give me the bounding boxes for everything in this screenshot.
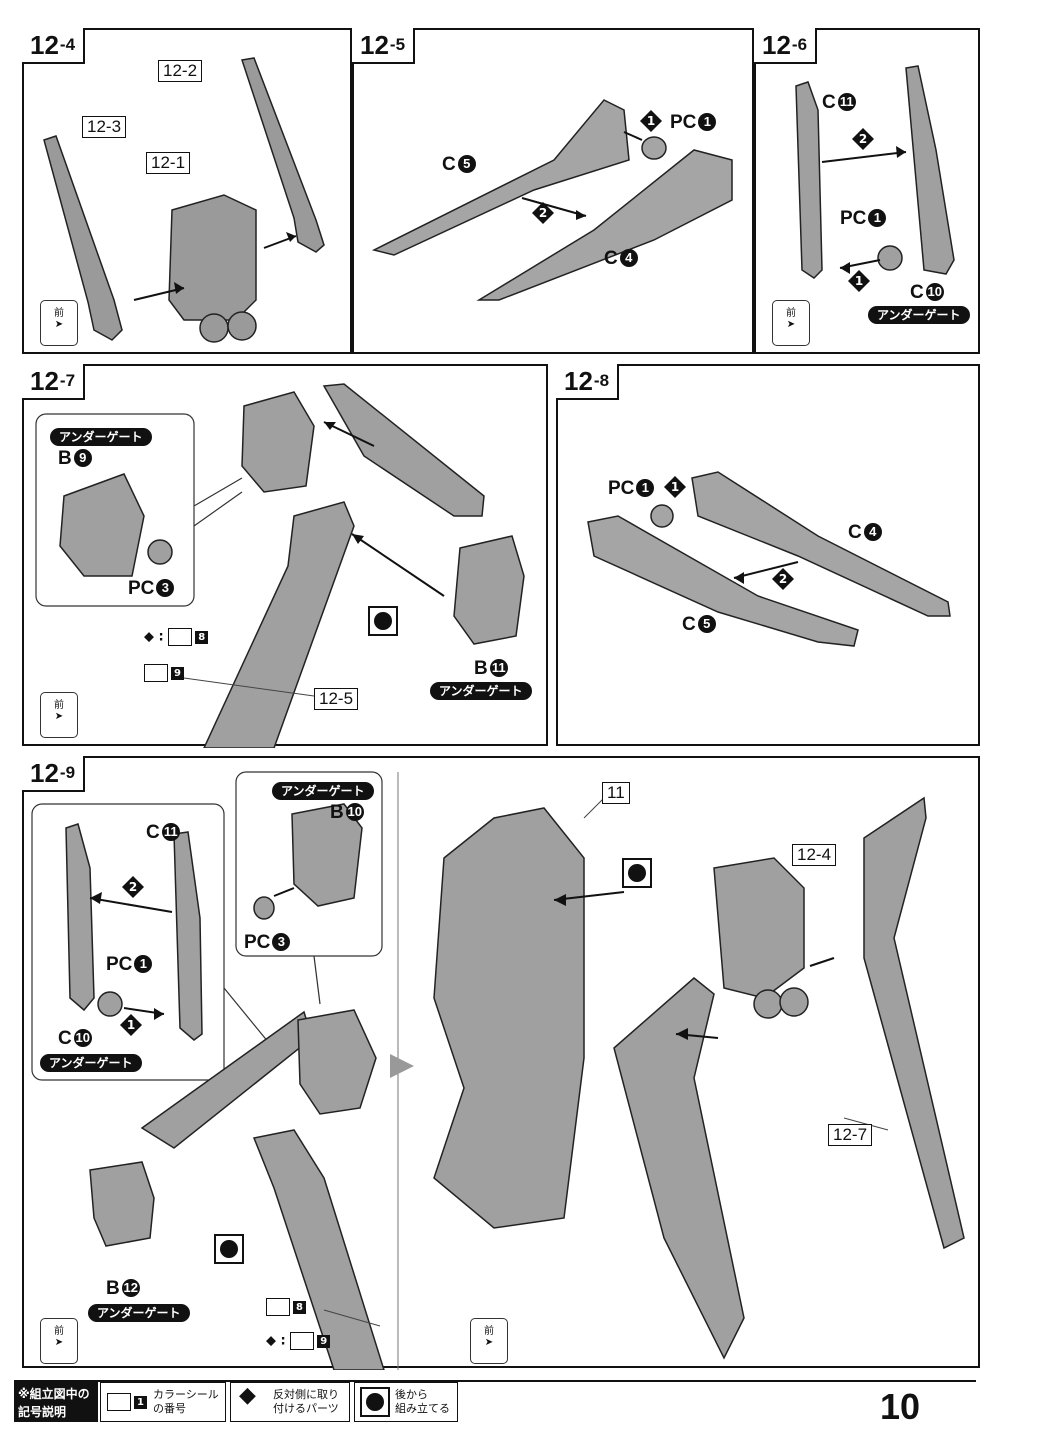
step-number-1-icon: 1 bbox=[120, 1014, 142, 1036]
sticker-reverse-9: ◆ : 9 bbox=[266, 1332, 331, 1350]
step-number-1-icon: 1 bbox=[848, 270, 870, 292]
sticker-icon bbox=[168, 628, 193, 646]
front-marker: 前➤ bbox=[40, 692, 78, 738]
part-illustration bbox=[587, 471, 951, 647]
symbol-legend: ※組立図中の記号説明 1 カラーシールの番号 ◆ 反対側に取り付けるパーツ 後か… bbox=[0, 1382, 1064, 1440]
legend-title: ※組立図中の記号説明 bbox=[14, 1382, 98, 1422]
step-label: 12-7 bbox=[22, 364, 86, 400]
callout-12-7: 12-7 bbox=[828, 1124, 873, 1146]
step-12-4-panel: 12-4 12-2 12-3 12-1 前➤ bbox=[22, 28, 352, 354]
sticker-9: 9 bbox=[144, 664, 184, 682]
under-gate-badge: アンダーゲート bbox=[430, 682, 532, 700]
callout-11: 11 bbox=[602, 782, 630, 804]
step-number-1-icon: 1 bbox=[640, 110, 662, 132]
part-illustration bbox=[371, 99, 733, 301]
step-label: 12-6 bbox=[754, 28, 818, 64]
callout-12-2: 12-2 bbox=[158, 60, 203, 82]
legend-item-reverse: ◆ 反対側に取り付けるパーツ bbox=[230, 1382, 350, 1422]
part-illustration bbox=[43, 57, 325, 343]
arrow-icon: ➤ bbox=[786, 319, 796, 330]
legend-item-later: 後から組み立てる bbox=[354, 1382, 458, 1422]
arrow-icon: ➤ bbox=[54, 1337, 64, 1348]
step-number-2-icon: 2 bbox=[122, 876, 144, 898]
under-gate-badge: アンダーゲート bbox=[868, 306, 970, 324]
callout-12-5: 12-5 bbox=[314, 688, 359, 710]
front-marker: 前➤ bbox=[470, 1318, 508, 1364]
part-illustration bbox=[795, 65, 955, 279]
part-illustration bbox=[35, 383, 525, 748]
step-number-2-icon: 2 bbox=[852, 128, 874, 150]
legend-item-sticker: 1 カラーシールの番号 bbox=[100, 1382, 226, 1422]
callout-12-4: 12-4 bbox=[792, 844, 837, 866]
callout-12-1: 12-1 bbox=[146, 152, 191, 174]
reverse-side-icon: ◆ bbox=[266, 1333, 276, 1349]
front-marker: 前➤ bbox=[40, 300, 78, 346]
assemble-later-icon bbox=[622, 858, 652, 888]
step-number-2-icon: 2 bbox=[532, 202, 554, 224]
sticker-icon bbox=[144, 664, 168, 682]
sticker-reverse-8: ◆ : 8 bbox=[144, 628, 209, 646]
step-label: 12-4 bbox=[22, 28, 86, 64]
arrow-icon: ➤ bbox=[54, 711, 64, 722]
front-marker: 前➤ bbox=[772, 300, 810, 346]
step-label: 12-8 bbox=[556, 364, 620, 400]
reverse-side-icon: ◆ bbox=[239, 1383, 256, 1408]
step-12-9-panel: 12-9 bbox=[22, 756, 980, 1370]
assemble-later-icon bbox=[214, 1234, 244, 1264]
assemble-later-icon bbox=[368, 606, 398, 636]
sticker-8: 8 bbox=[266, 1298, 306, 1316]
step-label: 12-9 bbox=[22, 756, 86, 792]
step-number-1-icon: 1 bbox=[664, 476, 686, 498]
under-gate-badge: アンダーゲート bbox=[88, 1304, 190, 1322]
arrow-icon: ➤ bbox=[484, 1337, 494, 1348]
under-gate-badge: アンダーゲート bbox=[40, 1054, 142, 1072]
step-label: 12-5 bbox=[352, 28, 416, 64]
page-number: 10 bbox=[880, 1386, 921, 1427]
assemble-later-icon bbox=[360, 1387, 390, 1417]
sticker-icon bbox=[290, 1332, 315, 1350]
arrow-icon: ➤ bbox=[54, 319, 64, 330]
under-gate-badge: アンダーゲート bbox=[272, 782, 374, 800]
front-marker: 前➤ bbox=[40, 1318, 78, 1364]
part-illustration bbox=[31, 771, 965, 1370]
sticker-icon bbox=[266, 1298, 290, 1316]
step-number-2-icon: 2 bbox=[772, 568, 794, 590]
under-gate-badge: アンダーゲート bbox=[50, 428, 152, 446]
legend-divider bbox=[14, 1380, 976, 1382]
callout-12-3: 12-3 bbox=[82, 116, 127, 138]
reverse-side-icon: ◆ bbox=[144, 629, 154, 645]
sticker-icon: 1 bbox=[107, 1393, 147, 1411]
